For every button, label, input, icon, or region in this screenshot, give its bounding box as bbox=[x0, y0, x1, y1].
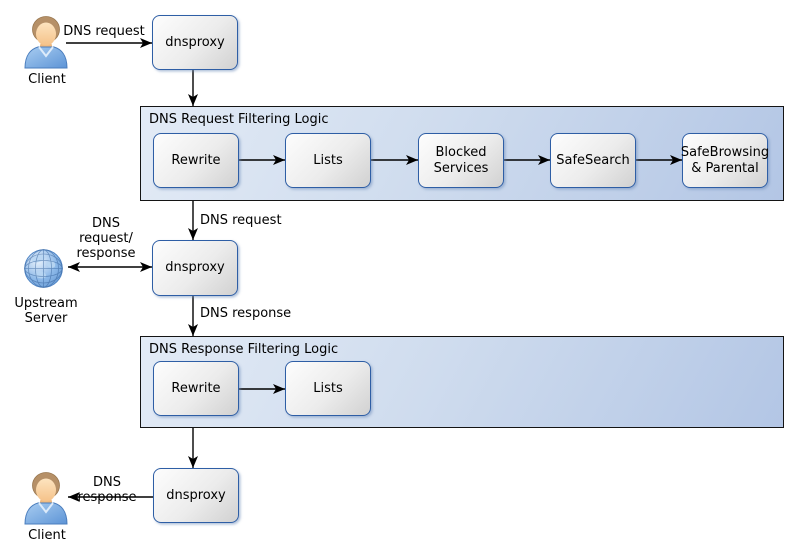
edge-label-dns-request-middle: DNS request bbox=[200, 213, 282, 228]
dnsproxy-node-bottom: dnsproxy bbox=[153, 468, 239, 523]
client-label-top: Client bbox=[28, 72, 66, 87]
edge-label-dns-request-top: DNS request bbox=[63, 24, 145, 39]
step-safebrowsing-parental: SafeBrowsing & Parental bbox=[681, 133, 769, 188]
dnsproxy-node-top: dnsproxy bbox=[152, 15, 238, 70]
step-rewrite-request: Rewrite bbox=[153, 133, 239, 188]
step-blocked-services: Blocked Services bbox=[418, 133, 504, 188]
client-icon-top bbox=[24, 16, 68, 69]
client-icon-bottom bbox=[24, 472, 68, 525]
step-rewrite-response: Rewrite bbox=[153, 361, 239, 416]
step-lists-response: Lists bbox=[285, 361, 371, 416]
step-safesearch: SafeSearch bbox=[550, 133, 636, 188]
edge-label-dns-response-middle: DNS response bbox=[200, 306, 292, 321]
edge-label-dns-response-bottom: DNS response bbox=[77, 475, 137, 505]
step-lists-request: Lists bbox=[285, 133, 371, 188]
response-filter-container: DNS Response Filtering Logic bbox=[140, 336, 784, 428]
response-filter-title: DNS Response Filtering Logic bbox=[149, 342, 339, 357]
upstream-server-globe-icon bbox=[24, 249, 63, 288]
edge-label-dns-request-response: DNS request/ response bbox=[76, 216, 136, 261]
dnsproxy-node-middle: dnsproxy bbox=[152, 240, 238, 296]
upstream-server-label: Upstream Server bbox=[14, 296, 78, 326]
client-label-bottom: Client bbox=[28, 528, 66, 543]
request-filter-title: DNS Request Filtering Logic bbox=[149, 112, 329, 127]
